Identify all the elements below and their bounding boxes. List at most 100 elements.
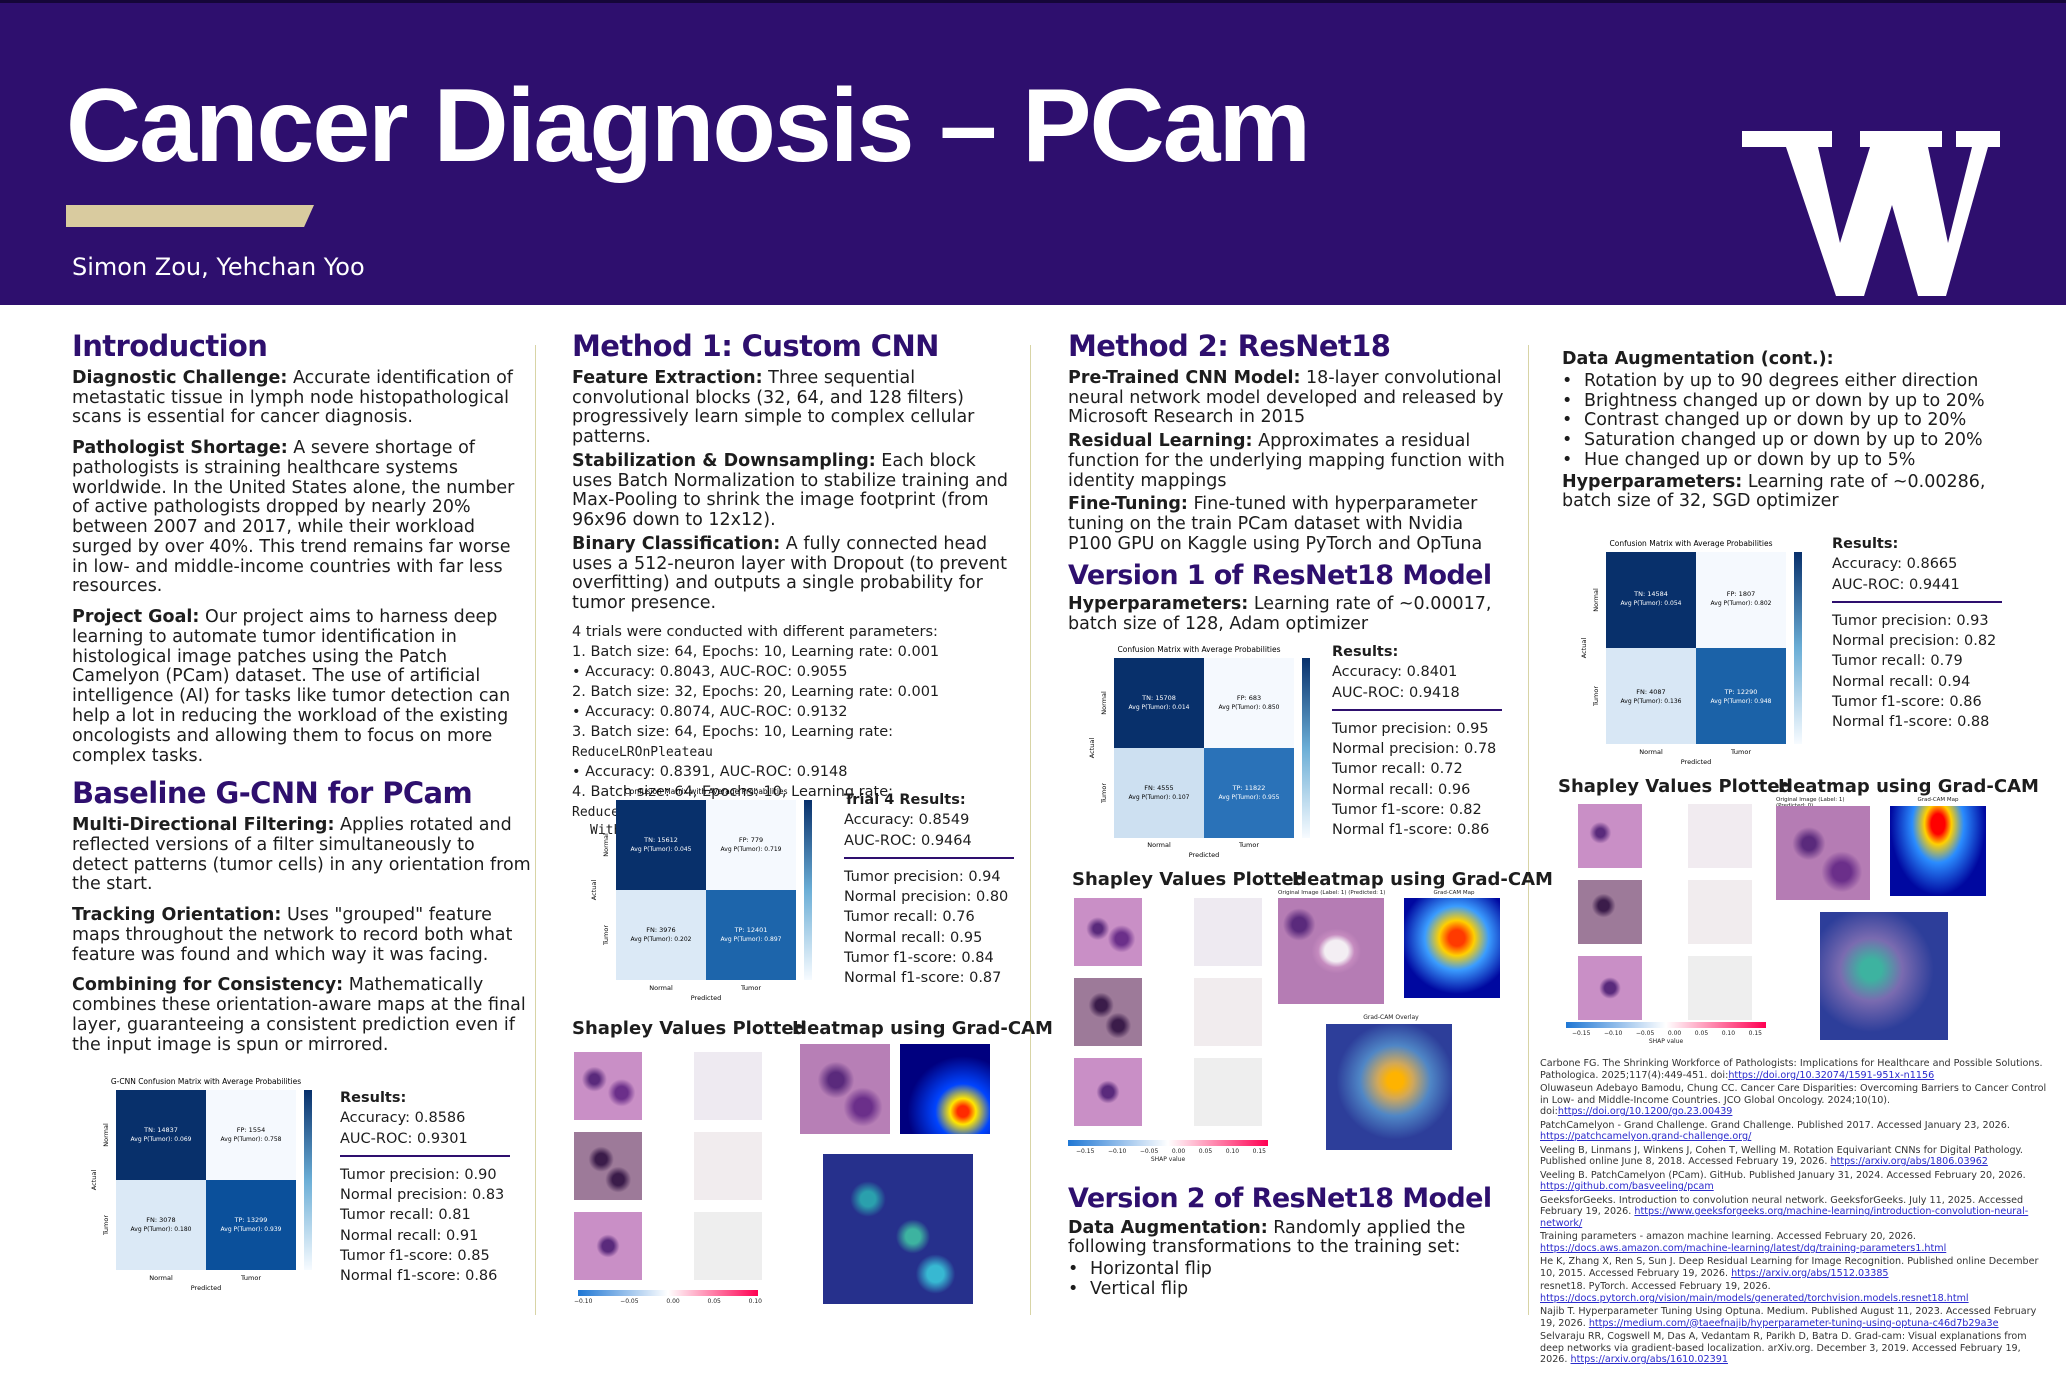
cm-cell-tp: [206, 1180, 296, 1270]
svg-text:Tumor: Tumor: [1592, 686, 1600, 707]
m1-gradcam-map: [900, 1044, 990, 1134]
svg-text:Avg P(Tumor): 0.939: Avg P(Tumor): 0.939: [221, 1226, 282, 1233]
cm-cell-fp: [206, 1090, 296, 1180]
svg-text:Normal: Normal: [1147, 841, 1171, 849]
intro-diagnostic: Diagnostic Challenge: Accurate identific…: [72, 367, 513, 428]
m1-gradcam-overlay: [823, 1154, 973, 1304]
svg-text:Predicted: Predicted: [191, 1284, 222, 1292]
svg-text:TN: 15612: TN: 15612: [643, 836, 678, 844]
svg-text:FP: 683: FP: 683: [1237, 694, 1261, 702]
cm-colorbar: [304, 1090, 312, 1270]
v1-gradcam-label: Heatmap using Grad-CAM: [1292, 869, 1553, 890]
svg-text:Avg P(Tumor): 0.069: Avg P(Tumor): 0.069: [131, 1136, 192, 1143]
heading-augmentation-cont: Data Augmentation (cont.):: [1562, 349, 1834, 369]
ref-link[interactable]: https://arxiv.org/abs/1610.02391: [1570, 1354, 1728, 1365]
svg-text:TN: 15708: TN: 15708: [1141, 694, 1176, 702]
ref-link[interactable]: https://doi.org/10.32074/1591-951x-n1156: [1728, 1069, 1935, 1081]
baseline-consistency: Combining for Consistency: Mathematicall…: [72, 975, 526, 1055]
cm-cell-fn: [116, 1180, 206, 1270]
svg-text:Tumor: Tumor: [240, 1274, 261, 1282]
column-version2-cont: Data Augmentation (cont.): Rotation by u…: [1562, 349, 2022, 523]
ref-link[interactable]: https://docs.aws.amazon.com/machine-lear…: [1540, 1242, 1947, 1254]
svg-text:Normal: Normal: [602, 833, 610, 857]
svg-text:FP: 779: FP: 779: [739, 836, 763, 844]
svg-text:FN: 4555: FN: 4555: [1144, 784, 1173, 792]
m1-stabilization: Stabilization & Downsampling: Each block…: [572, 450, 1009, 531]
v1-shap-label: Shapley Values Plotted: [1072, 869, 1307, 890]
ref-link[interactable]: https://www.geeksforgeeks.org/machine-le…: [1540, 1206, 2029, 1229]
references: Carbone FG. The Shrinking Workforce of P…: [1540, 1058, 2047, 1365]
svg-text:Predicted: Predicted: [1681, 758, 1712, 766]
svg-text:Avg P(Tumor): 0.948: Avg P(Tumor): 0.948: [1711, 698, 1772, 705]
column-divider: [1030, 345, 1031, 1315]
section-version2: Version 2 of ResNet18 Model Data Augment…: [1068, 1183, 1508, 1300]
v1-confusion-matrix: Confusion Matrix with Average Probabilit…: [1088, 645, 1310, 859]
m1-shap-label: Shapley Values Plotted: [572, 1018, 807, 1039]
m1-gradcam-label: Heatmap using Grad-CAM: [792, 1018, 1053, 1039]
ref-link[interactable]: https://doi.org/10.1200/go.23.00439: [1557, 1106, 1733, 1117]
v2-results: Results: Accuracy: 0.8665 AUC-ROC: 0.944…: [1832, 534, 2002, 733]
ref-link[interactable]: https://arxiv.org/abs/1806.03962: [1830, 1156, 1988, 1167]
svg-text:Avg P(Tumor): 0.202: Avg P(Tumor): 0.202: [631, 936, 692, 943]
svg-text:Normal: Normal: [102, 1123, 110, 1147]
cm-title: G-CNN Confusion Matrix with Average Prob…: [111, 1077, 301, 1086]
svg-text:Avg P(Tumor): 0.719: Avg P(Tumor): 0.719: [721, 846, 782, 853]
svg-text:TP: 11822: TP: 11822: [1232, 784, 1266, 792]
svg-text:Avg P(Tumor): 0.897: Avg P(Tumor): 0.897: [721, 936, 782, 943]
svg-text:Predicted: Predicted: [691, 994, 722, 1002]
heading-baseline: Baseline G-CNN for PCam: [72, 776, 473, 811]
heading-version1: Version 1 of ResNet18 Model: [1068, 559, 1492, 591]
intro-shortage: Pathologist Shortage: A severe shortage …: [72, 438, 515, 597]
v1-gradcam-original: [1278, 898, 1384, 1004]
svg-text:Tumor: Tumor: [1238, 841, 1259, 849]
v1-gradcam-map: [1404, 898, 1500, 998]
v2-gradcam-original: [1776, 806, 1870, 900]
m1-classification: Binary Classification: A fully connected…: [572, 533, 1007, 614]
svg-text:Avg P(Tumor): 0.850: Avg P(Tumor): 0.850: [1219, 704, 1280, 711]
ref-link[interactable]: https://medium.com/@taeefnajib/hyperpara…: [1588, 1317, 1999, 1329]
svg-text:FN: 3078: FN: 3078: [146, 1216, 175, 1224]
m2-pretrained: Pre-Trained CNN Model: 18-layer convolut…: [1068, 367, 1504, 428]
svg-text:Confusion Matrix with Average: Confusion Matrix with Average Probabilit…: [1118, 645, 1281, 654]
svg-text:Avg P(Tumor): 0.054: Avg P(Tumor): 0.054: [1621, 600, 1682, 607]
v2-augmentation-list: Horizontal flip Vertical flip: [1068, 1259, 1508, 1300]
svg-text:Confusion Matrix with Average: Confusion Matrix with Average Probabilit…: [1610, 539, 1773, 548]
m1-results: Trial 4 Results: Accuracy: 0.8549 AUC-RO…: [844, 790, 1014, 989]
svg-text:FP: 1554: FP: 1554: [237, 1126, 265, 1134]
svg-text:Normal: Normal: [1639, 748, 1663, 756]
svg-text:FN: 3976: FN: 3976: [646, 926, 675, 934]
m2-v1-hyperparameters: Hyperparameters: Learning rate of ~0.000…: [1068, 594, 1492, 634]
svg-text:Actual: Actual: [1088, 738, 1096, 759]
svg-text:TP: 13299: TP: 13299: [234, 1216, 268, 1224]
svg-text:Actual: Actual: [90, 1170, 98, 1191]
svg-text:TN: 14837: TN: 14837: [143, 1126, 178, 1134]
svg-text:Normal: Normal: [1100, 691, 1108, 715]
svg-text:Normal: Normal: [649, 984, 673, 992]
heading-version2: Version 2 of ResNet18 Model: [1068, 1183, 1492, 1214]
ref-link[interactable]: https://docs.pytorch.org/vision/main/mod…: [1540, 1292, 1969, 1304]
uw-w-logo-icon: [1742, 131, 2000, 296]
svg-text:Tumor: Tumor: [1100, 783, 1108, 804]
m1-gradcam-original: [800, 1044, 890, 1134]
svg-text:FN: 4087: FN: 4087: [1636, 688, 1665, 696]
v1-gradcam-overlay: [1326, 1024, 1452, 1150]
svg-text:Tumor: Tumor: [1730, 748, 1751, 756]
svg-text:TP: 12401: TP: 12401: [734, 926, 768, 934]
v1-results: Results: Accuracy: 0.8401 AUC-ROC: 0.941…: [1332, 642, 1502, 841]
ref-link[interactable]: https://patchcamelyon.grand-challenge.or…: [1540, 1131, 1752, 1142]
ref-link[interactable]: https://arxiv.org/abs/1512.03385: [1731, 1267, 1889, 1279]
svg-text:Avg P(Tumor): 0.758: Avg P(Tumor): 0.758: [221, 1136, 282, 1143]
baseline-orientation: Tracking Orientation: Uses "grouped" fea…: [72, 905, 513, 965]
v2-gradcam-label: Heatmap using Grad-CAM: [1778, 776, 2039, 797]
svg-text:Avg P(Tumor): 0.955: Avg P(Tumor): 0.955: [1219, 794, 1280, 801]
v2-shap-label: Shapley Values Plotted: [1558, 776, 1793, 797]
m1-feature: Feature Extraction: Three sequential con…: [572, 367, 975, 448]
svg-text:Avg P(Tumor): 0.107: Avg P(Tumor): 0.107: [1129, 794, 1190, 801]
svg-text:FP: 1807: FP: 1807: [1727, 590, 1755, 598]
gcnn-results: Results: Accuracy: 0.8586 AUC-ROC: 0.930…: [340, 1088, 510, 1287]
authors: Simon Zou, Yehchan Yoo: [72, 253, 365, 281]
ref-link[interactable]: https://github.com/basveeling/pcam: [1540, 1181, 1714, 1192]
